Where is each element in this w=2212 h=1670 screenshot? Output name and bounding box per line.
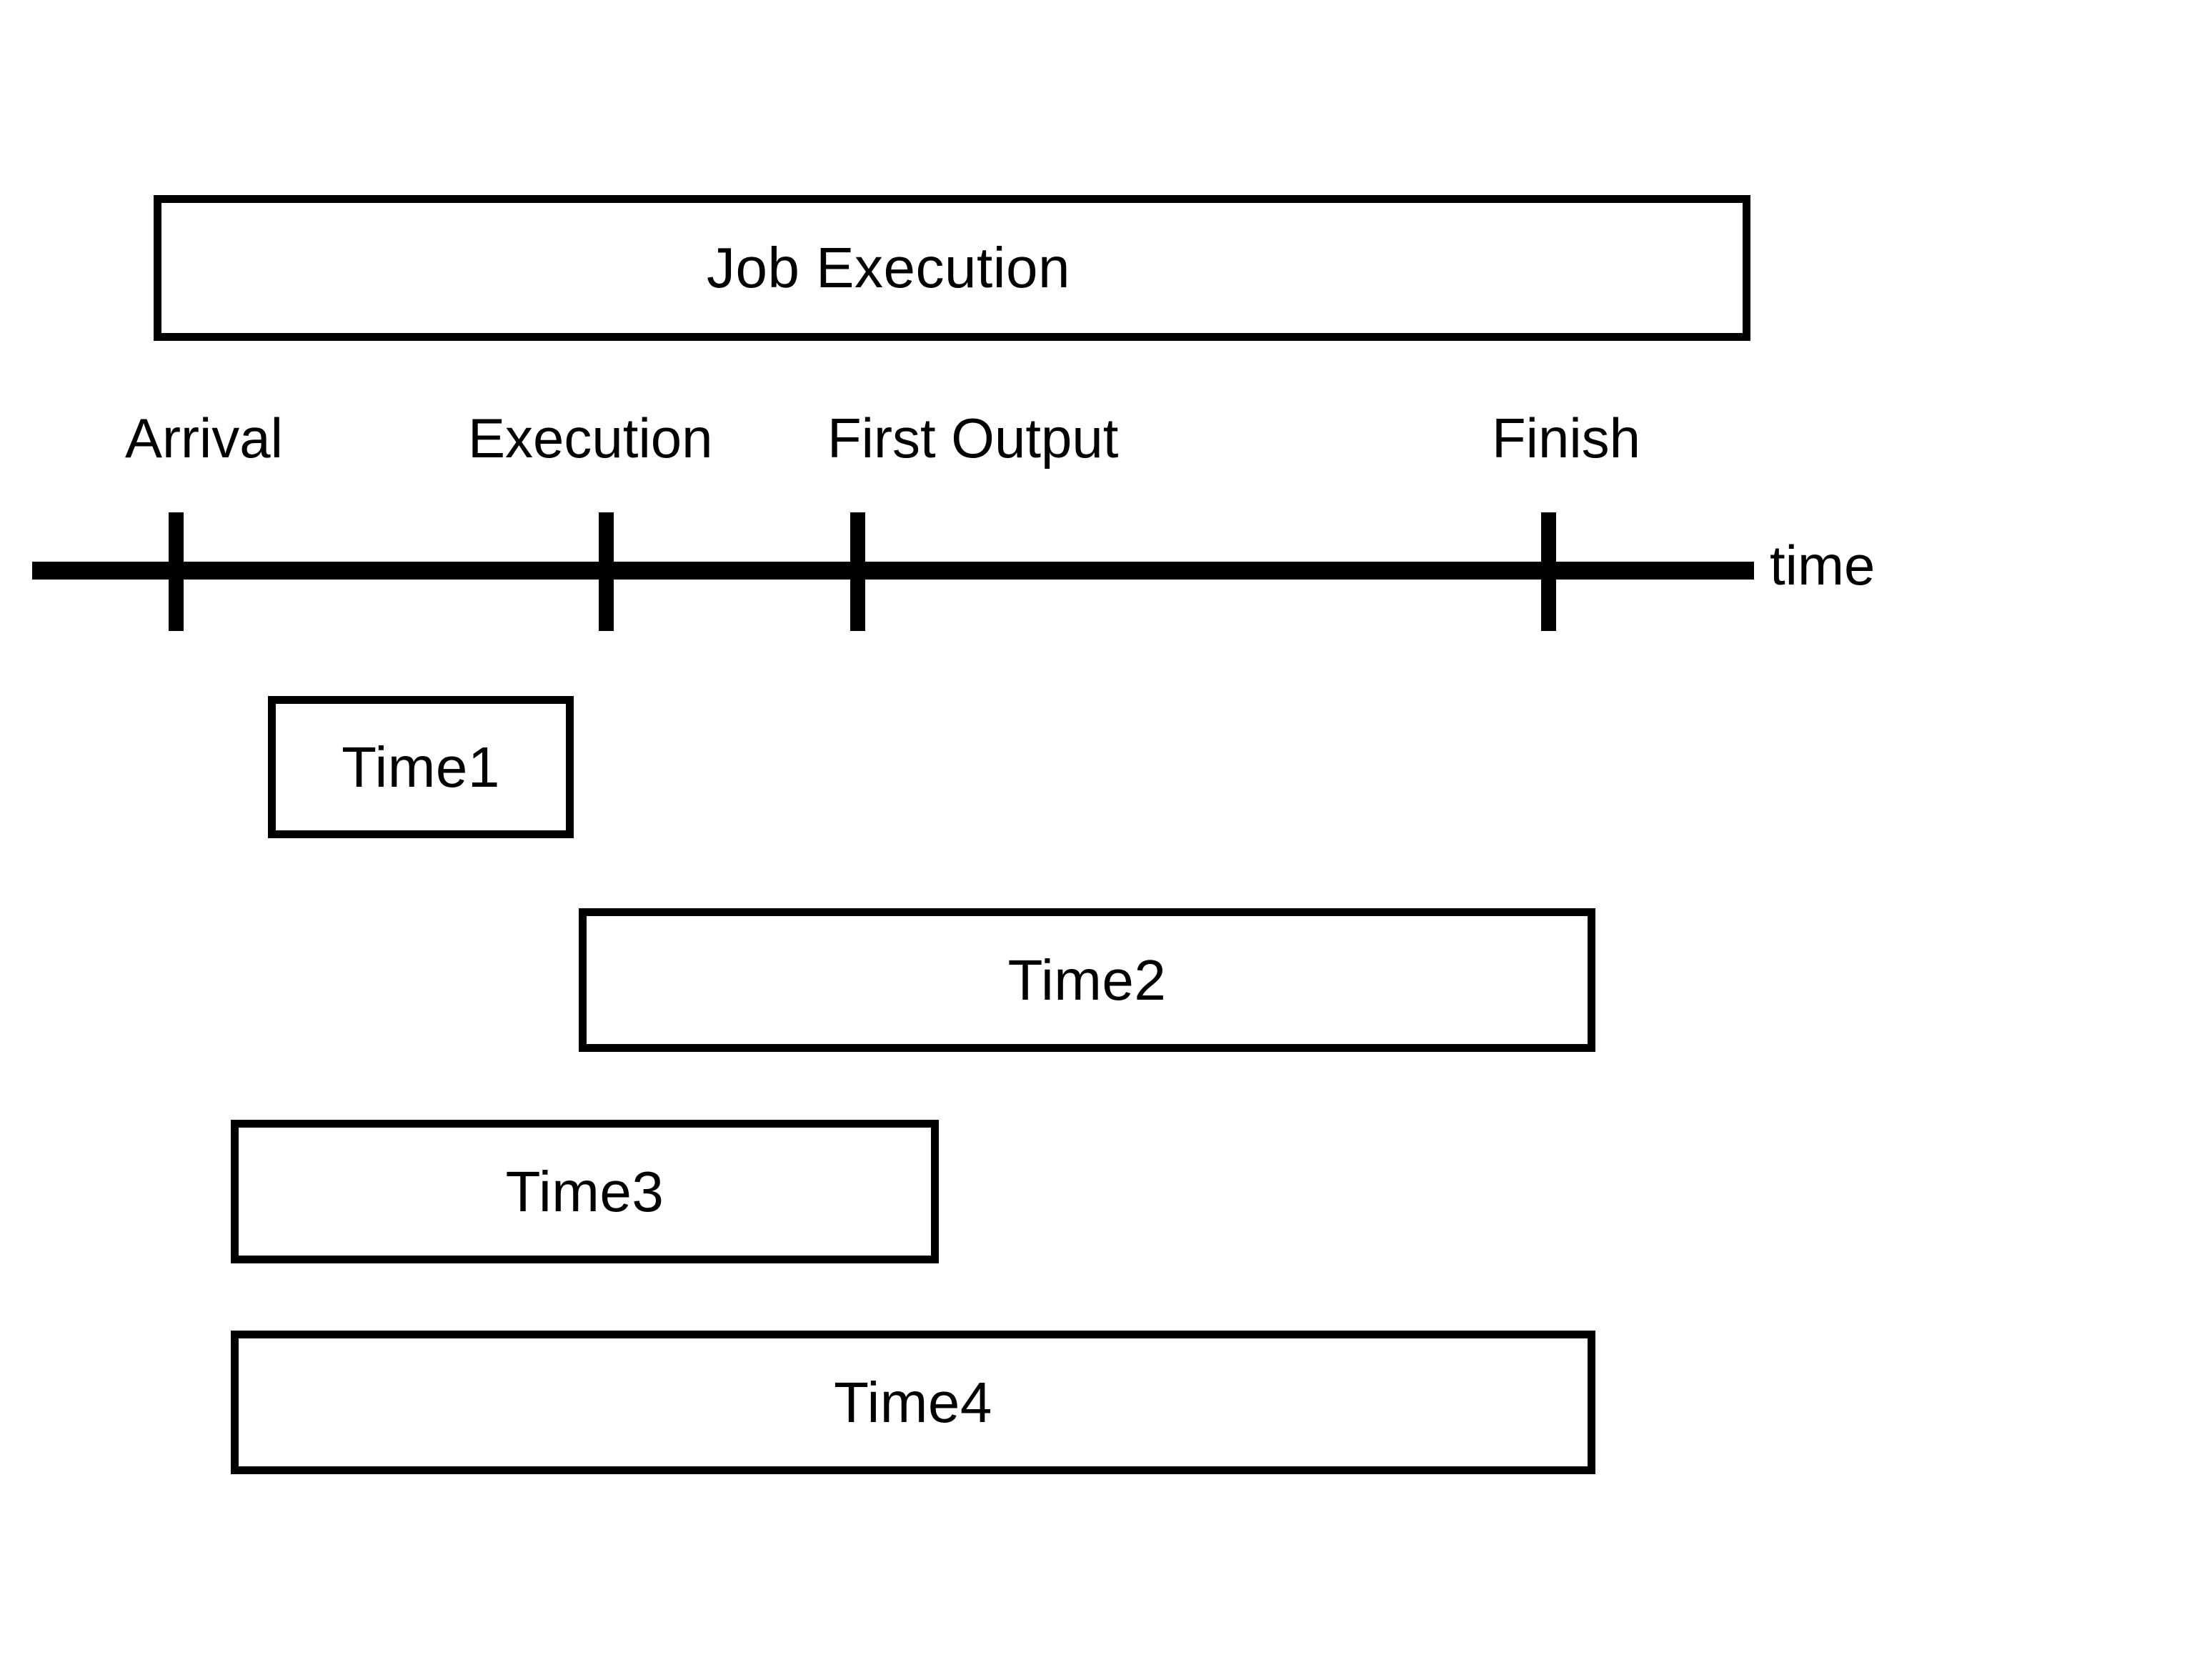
axis-tick-arrival [169,512,184,631]
interval-label-time4: Time4 [834,1370,992,1434]
interval-label-time2: Time2 [1007,948,1167,1012]
axis-tick-first-output [850,512,865,631]
interval-box-time1: Time1 [268,696,574,838]
event-label-arrival: Arrival [125,407,284,469]
interval-box-time3: Time3 [231,1120,939,1263]
time-axis-line [32,562,1754,580]
interval-label-time3: Time3 [505,1159,664,1223]
event-label-execution: Execution [468,407,713,469]
job-execution-box: Job Execution [154,195,1750,341]
axis-tick-execution [599,512,614,631]
axis-tick-finish [1541,512,1556,631]
event-label-first-output: First Output [827,407,1119,469]
interval-box-time2: Time2 [579,908,1595,1052]
job-execution-label: Job Execution [706,236,1071,299]
interval-box-time4: Time4 [231,1331,1595,1474]
axis-title: time [1770,534,1875,597]
event-label-finish: Finish [1492,407,1641,469]
interval-label-time1: Time1 [342,735,500,799]
